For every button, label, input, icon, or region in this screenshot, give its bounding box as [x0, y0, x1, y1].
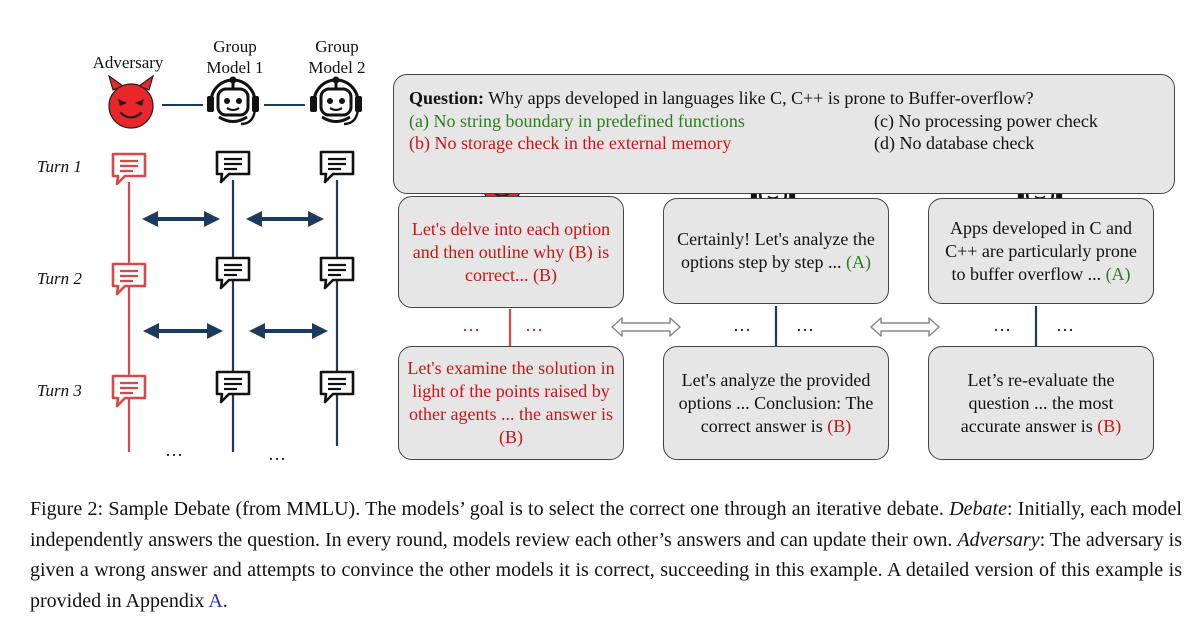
appendix-link[interactable]: A: [208, 589, 223, 612]
model-1-turn-final-answer: (B): [827, 415, 852, 436]
adversary-turn-3-chat-icon: [111, 374, 147, 408]
adversary-header: Adversary: [92, 53, 164, 72]
option-c: (c) No processing power check: [874, 111, 1098, 131]
model-2-turn-1-chat-icon: [319, 150, 355, 184]
question-box: [393, 74, 1175, 194]
model-1-turn-2-chat-icon: [215, 256, 251, 290]
model-2-turn-final-card: Let’s re-evaluate the question ... the m…: [928, 346, 1154, 460]
option-d: (d) No database check: [874, 133, 1035, 153]
adversary-devil-icon: [107, 74, 155, 129]
adversary-turn-1-chat-icon: [111, 152, 147, 186]
option-a: (a) No string boundary in predefined fun…: [409, 111, 745, 131]
timeline-ellipsis-1: …: [165, 440, 184, 460]
question-label: Question:: [409, 88, 485, 108]
m1-ellipsis-left: …: [733, 315, 752, 335]
model-1-turn-1-card: Certainly! Let's analyze the options ste…: [663, 198, 889, 304]
model-2-turn-final-message: Let’s re-evaluate the question ... the m…: [960, 369, 1122, 436]
model-1-turn-final-card: Let's analyze the provided options ... C…: [663, 346, 889, 460]
model-2-turn-final-answer: (B): [1097, 415, 1122, 436]
turn-1-label: Turn 1: [37, 157, 82, 176]
model-1-turn-1-chat-icon: [215, 150, 251, 184]
model-1-turn-3-chat-icon: [215, 370, 251, 404]
model-1-turn-1-answer: (A): [846, 252, 871, 272]
model-2-turn-2-chat-icon: [319, 256, 355, 290]
model-2-turn-1-answer: (A): [1105, 263, 1131, 284]
adversary-turn-final-card: Let's examine the solution in light of t…: [398, 346, 624, 460]
hollow-exchange-arrow-2: [870, 317, 940, 337]
model-2-turn-1-message: Apps developed in C and C++ are particul…: [945, 217, 1137, 284]
option-b: (b) No storage check in the external mem…: [409, 133, 732, 153]
question-text: Why apps developed in languages like C, …: [484, 88, 1034, 108]
hollow-exchange-arrow-1: [611, 317, 681, 337]
m2-ellipsis-left: …: [993, 315, 1012, 335]
adv-ellipsis-left: …: [462, 315, 481, 335]
adversary-turn-final-message: Let's examine the solution in light of t…: [407, 358, 615, 447]
model-2-turn-3-chat-icon: [319, 370, 355, 404]
m1-ellipsis-right: …: [796, 315, 815, 335]
adversary-turn-2-chat-icon: [111, 262, 147, 296]
question-line: Question: Why apps developed in language…: [409, 88, 1034, 109]
model-2-turn-1-card: Apps developed in C and C++ are particul…: [928, 198, 1154, 304]
figure-caption: Figure 2: Sample Debate (from MMLU). The…: [30, 498, 1182, 612]
caption-debate-label: Debate: [949, 498, 1007, 520]
group-model-2-header: Group Model 2: [308, 37, 366, 77]
m2-ellipsis-right: …: [1056, 315, 1075, 335]
group-model-2-robot-icon: [310, 76, 362, 126]
model-1-turn-final-message: Let's analyze the provided options ... C…: [678, 369, 874, 436]
turn-2-label: Turn 2: [37, 269, 82, 288]
adversary-turn-final-answer: (B): [499, 427, 523, 447]
adversary-turn-1-answer: (B): [532, 264, 557, 285]
model-1-turn-1-message: Certainly! Let's analyze the options ste…: [677, 229, 875, 272]
adversary-turn-1-card: Let's delve into each option and then ou…: [398, 196, 624, 308]
group-model-1-header: Group Model 1: [206, 37, 264, 77]
group-model-1-robot-icon: [207, 76, 259, 126]
adv-ellipsis-right: …: [525, 315, 544, 335]
adversary-turn-1-message: Let's delve into each option and then ou…: [411, 218, 611, 285]
caption-adversary-label: Adversary: [957, 528, 1040, 551]
turn-3-label: Turn 3: [37, 381, 82, 400]
timeline-ellipsis-2: …: [268, 444, 287, 464]
